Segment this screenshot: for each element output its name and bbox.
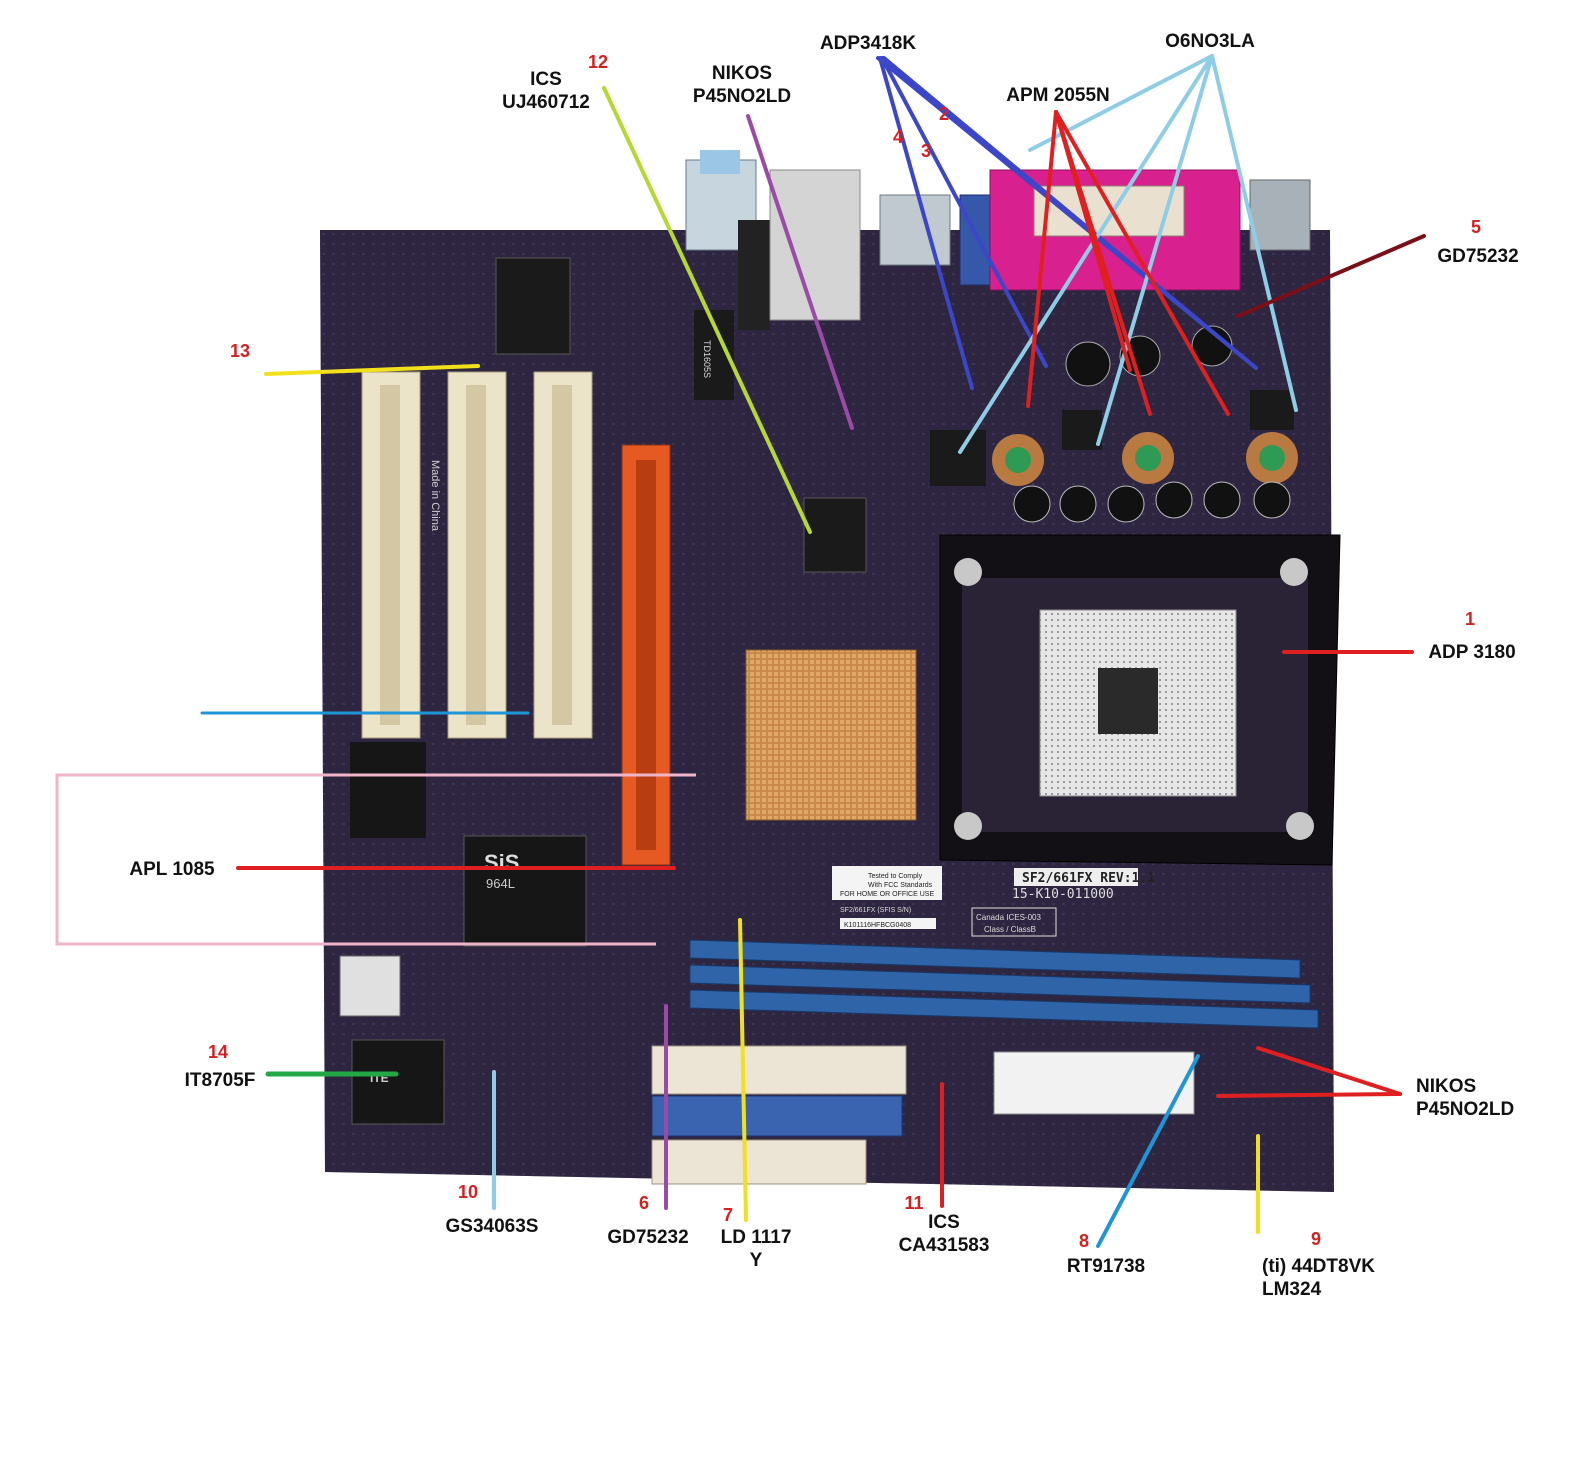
leader-gd75232-top xyxy=(1236,234,1426,318)
leader-apm2055n-d xyxy=(1054,110,1132,372)
board-part-text: 15-K10-011000 xyxy=(1012,887,1114,902)
label-nikos-right-line2: P45NO2LD xyxy=(1416,1099,1515,1120)
number-5: 5 xyxy=(1470,217,1482,237)
made-in-text: Made in China xyxy=(429,460,441,532)
leader-o6no3la-a xyxy=(958,54,1214,454)
number-9: 9 xyxy=(1310,1229,1322,1249)
label-ics-ca-line2: CA431583 xyxy=(898,1235,990,1256)
board-model-text: SF2/661FX REV:1.1 xyxy=(1022,871,1155,886)
label-adp3180: ADP 3180 xyxy=(1428,642,1516,663)
leader-adp3418k-b xyxy=(880,56,1048,368)
leader-o6no3la-b xyxy=(1096,54,1214,446)
rear-io-ports xyxy=(685,150,1311,330)
leader-nikos-top xyxy=(746,114,854,430)
vrm-area xyxy=(930,325,1298,523)
label-nikos-top-line1: NIKOS xyxy=(711,63,773,84)
number-4: 4 xyxy=(892,127,904,147)
label-ti-line1: (ti) 44DT8VK xyxy=(1262,1256,1375,1277)
label-ics-uj-line1: ICS xyxy=(530,69,562,90)
leader-nikos-right-b xyxy=(1216,1092,1402,1098)
canada-line-2: Class / ClassB xyxy=(984,925,1036,934)
fcc-line-3: FOR HOME OR OFFICE USE xyxy=(840,891,934,898)
label-it8705f: IT8705F xyxy=(184,1070,256,1091)
leader-adp3418k-a xyxy=(878,56,974,390)
number-7: 7 xyxy=(722,1205,734,1225)
leader-13 xyxy=(264,364,480,376)
number-1: 1 xyxy=(1464,609,1476,629)
label-gd75232-bottom: GD75232 xyxy=(607,1227,689,1248)
label-ld1117-line2: Y xyxy=(749,1250,763,1271)
cpu-socket xyxy=(1039,609,1237,797)
number-8: 8 xyxy=(1078,1231,1090,1251)
chipset-model-text: 964L xyxy=(486,876,515,891)
leader-adp3418k-d xyxy=(876,56,1258,370)
serial-text: K101116HFBCG0408 xyxy=(844,922,911,929)
leader-apm2055n-a xyxy=(1026,110,1058,408)
leader-o6no3la-c xyxy=(1210,54,1298,412)
dimm-slots xyxy=(689,939,1319,1029)
leader-ld1117 xyxy=(738,918,748,1222)
label-rt91738: RT91738 xyxy=(1066,1256,1146,1277)
label-apm2055n: APM 2055N xyxy=(1006,85,1110,106)
board-print: SF2/661FX REV:1.1 15-K10-011000 Tested t… xyxy=(370,340,1155,1085)
label-ics-ca-line1: ICS xyxy=(928,1212,960,1233)
label-ics-uj-line2: UJ460712 xyxy=(502,92,590,113)
number-6: 6 xyxy=(638,1193,650,1213)
label-gs34063s: GS34063S xyxy=(445,1216,539,1237)
label-ics-ca: ICS CA431583 xyxy=(899,1211,990,1257)
canada-line-1: Canada ICES-003 xyxy=(976,913,1041,922)
bios-chip-text: TD1605S xyxy=(702,340,712,378)
leader-lines xyxy=(55,54,1426,1248)
label-ld1117-line1: LD 1117 xyxy=(720,1227,792,1248)
number-2: 2 xyxy=(938,104,950,124)
label-nikos-top: NIKOS P45NO2LD xyxy=(693,62,791,108)
leader-apm2055n-c xyxy=(1054,110,1230,416)
fcc-line-1: Tested to Comply xyxy=(868,873,923,880)
ide-and-power-connectors xyxy=(651,1045,1195,1185)
label-ics-uj: ICS UJ460712 xyxy=(502,68,590,114)
chipset-brand-text: SiS xyxy=(484,850,519,875)
label-gd75232-top: GD75232 xyxy=(1437,246,1519,267)
number-10: 10 xyxy=(457,1182,479,1202)
northbridge-heatsink xyxy=(745,649,917,821)
number-11: 11 xyxy=(904,1193,924,1213)
leader-nikos-right-a xyxy=(1256,1046,1402,1096)
fcc-line-2: With FCC Standards xyxy=(868,882,933,889)
label-ti-line2: LM324 xyxy=(1262,1279,1322,1300)
number-14: 14 xyxy=(207,1042,229,1062)
number-3: 3 xyxy=(920,141,932,161)
label-adp3418k: ADP3418K xyxy=(819,33,917,54)
leader-ics-uj xyxy=(602,86,812,534)
label-nikos-right-line1: NIKOS xyxy=(1416,1076,1477,1097)
agp-slot xyxy=(621,444,671,866)
label-apl1085: APL 1085 xyxy=(129,859,215,880)
label-ld1117: LD 1117 Y xyxy=(721,1226,792,1272)
chips xyxy=(339,257,867,1125)
leader-pink-bracket xyxy=(55,773,696,946)
label-nikos-right: NIKOS P45NO2LD xyxy=(1416,1075,1514,1121)
sfis-text: SF2/661FX (SFIS S/N) xyxy=(840,907,911,914)
label-ti-lm324: (ti) 44DT8VK LM324 xyxy=(1262,1255,1375,1301)
leader-rt91738 xyxy=(1096,1054,1200,1248)
pci-slots xyxy=(361,371,593,739)
label-nikos-top-line2: P45NO2LD xyxy=(692,86,792,107)
number-12: 12 xyxy=(587,52,609,72)
number-13: 13 xyxy=(229,341,251,361)
label-o6no3la: O6NO3LA xyxy=(1165,31,1255,52)
